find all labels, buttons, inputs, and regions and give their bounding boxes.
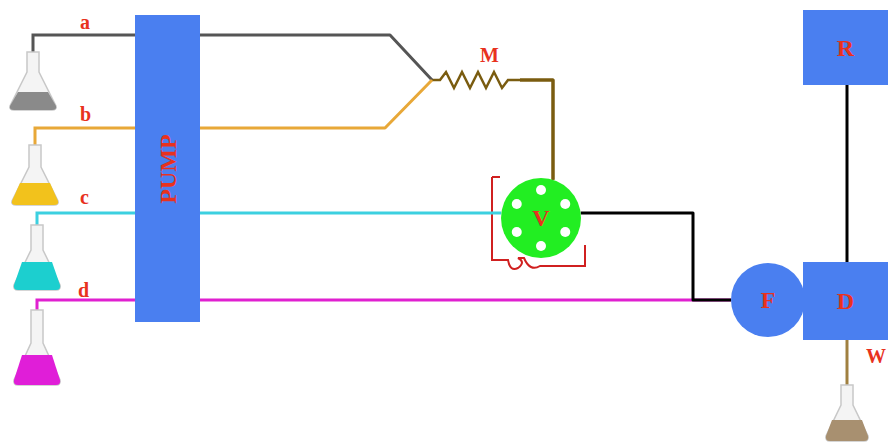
- part-label: a: [80, 12, 90, 32]
- tube: [33, 35, 135, 85]
- tube: [37, 213, 135, 260]
- part-label: M: [480, 45, 499, 65]
- tube-connector: [200, 213, 501, 214]
- node-label: R: [837, 36, 854, 60]
- flask: [14, 310, 60, 385]
- sample-loop: [492, 177, 500, 215]
- tube-connector: [200, 300, 731, 301]
- mixing-coil: [432, 72, 520, 88]
- recorder-box: R: [803, 10, 888, 85]
- flask: [14, 225, 60, 290]
- tube-connector: [200, 35, 553, 180]
- flow-cell-circle: F: [731, 263, 805, 337]
- waste-tube: [846, 340, 849, 392]
- part-label: W: [866, 346, 886, 366]
- flask: [826, 385, 868, 441]
- part-label: c: [80, 187, 89, 207]
- part-label: b: [80, 104, 91, 124]
- pump-box: PUMP: [135, 15, 200, 322]
- flask: [12, 145, 58, 205]
- tube: [37, 300, 135, 345]
- node-label: PUMP: [156, 134, 180, 203]
- part-label: d: [78, 280, 89, 300]
- flask: [10, 52, 56, 110]
- tube-connector: [581, 213, 731, 300]
- node-label: V: [532, 206, 549, 230]
- sample-loop: [492, 177, 585, 269]
- node-label: D: [837, 289, 854, 313]
- detector-box: D: [803, 262, 888, 340]
- tube: [35, 128, 135, 180]
- tube-connector: [200, 80, 553, 180]
- node-label: F: [761, 288, 776, 312]
- tube-connector: [847, 85, 848, 262]
- valve-circle: V: [501, 178, 581, 258]
